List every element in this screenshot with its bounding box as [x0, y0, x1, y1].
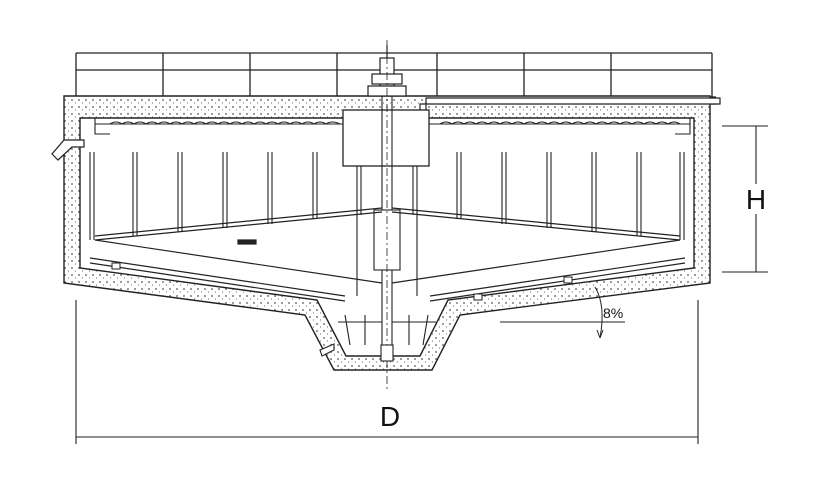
scraper-wheels [111, 262, 573, 301]
hopper-scrapers [319, 314, 436, 362]
picket-rods [89, 152, 685, 296]
slope-label: 8% [603, 305, 623, 321]
height-dimension [722, 125, 768, 273]
scraper-truss [89, 207, 686, 302]
outlet-pipe-left [51, 139, 85, 161]
center-shaft [373, 40, 401, 390]
height-label: H [746, 184, 766, 215]
feedwell [342, 109, 430, 167]
diameter-label: D [380, 401, 400, 432]
tank-wall [63, 95, 711, 371]
slope-annotation [500, 286, 625, 339]
diameter-dimension [75, 300, 699, 444]
